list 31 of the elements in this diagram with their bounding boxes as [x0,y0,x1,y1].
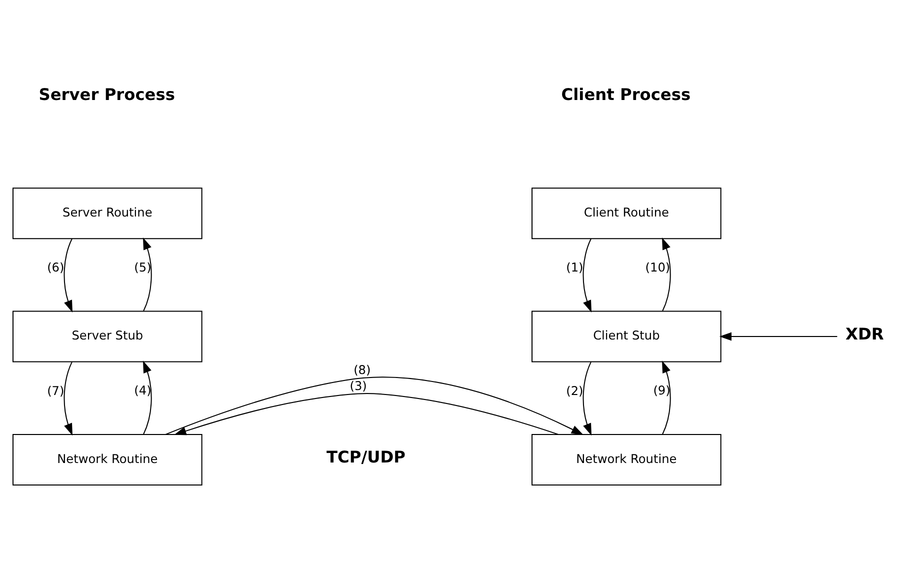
edge-label: (1) [566,260,584,275]
arrow [142,237,152,312]
edge-label: (5) [134,260,152,274]
arrow [165,376,584,436]
edge-label: (10) [645,260,670,274]
arrow [64,238,73,312]
node-text: XDR [846,324,884,344]
label: Client Process [561,85,691,104]
edge-label: (7) [47,384,64,398]
label: TCP/UDP [326,448,406,467]
node-box: Client Routine [532,188,722,240]
arrow [582,238,592,312]
node-box: Network Routine [532,434,722,486]
edge-label: (4) [134,384,152,398]
edge-label: (3) [350,379,367,394]
node-box: Client Stub [532,310,722,362]
arrow [719,332,838,341]
edge-label: (2) [566,384,584,398]
edge-label: (9) [653,384,670,398]
arrow [582,362,592,436]
arrow [142,360,152,434]
node-box: Server Stub [12,310,202,362]
edge-label: (8) [354,363,371,378]
arrow [64,362,73,436]
arrow [662,360,671,434]
arrow [174,393,558,436]
edge-label: (6) [47,260,64,275]
label: Server Process [38,85,175,104]
node-box: Network Routine [12,434,202,486]
node-box: Server Routine [12,188,202,240]
arrow [662,237,671,312]
